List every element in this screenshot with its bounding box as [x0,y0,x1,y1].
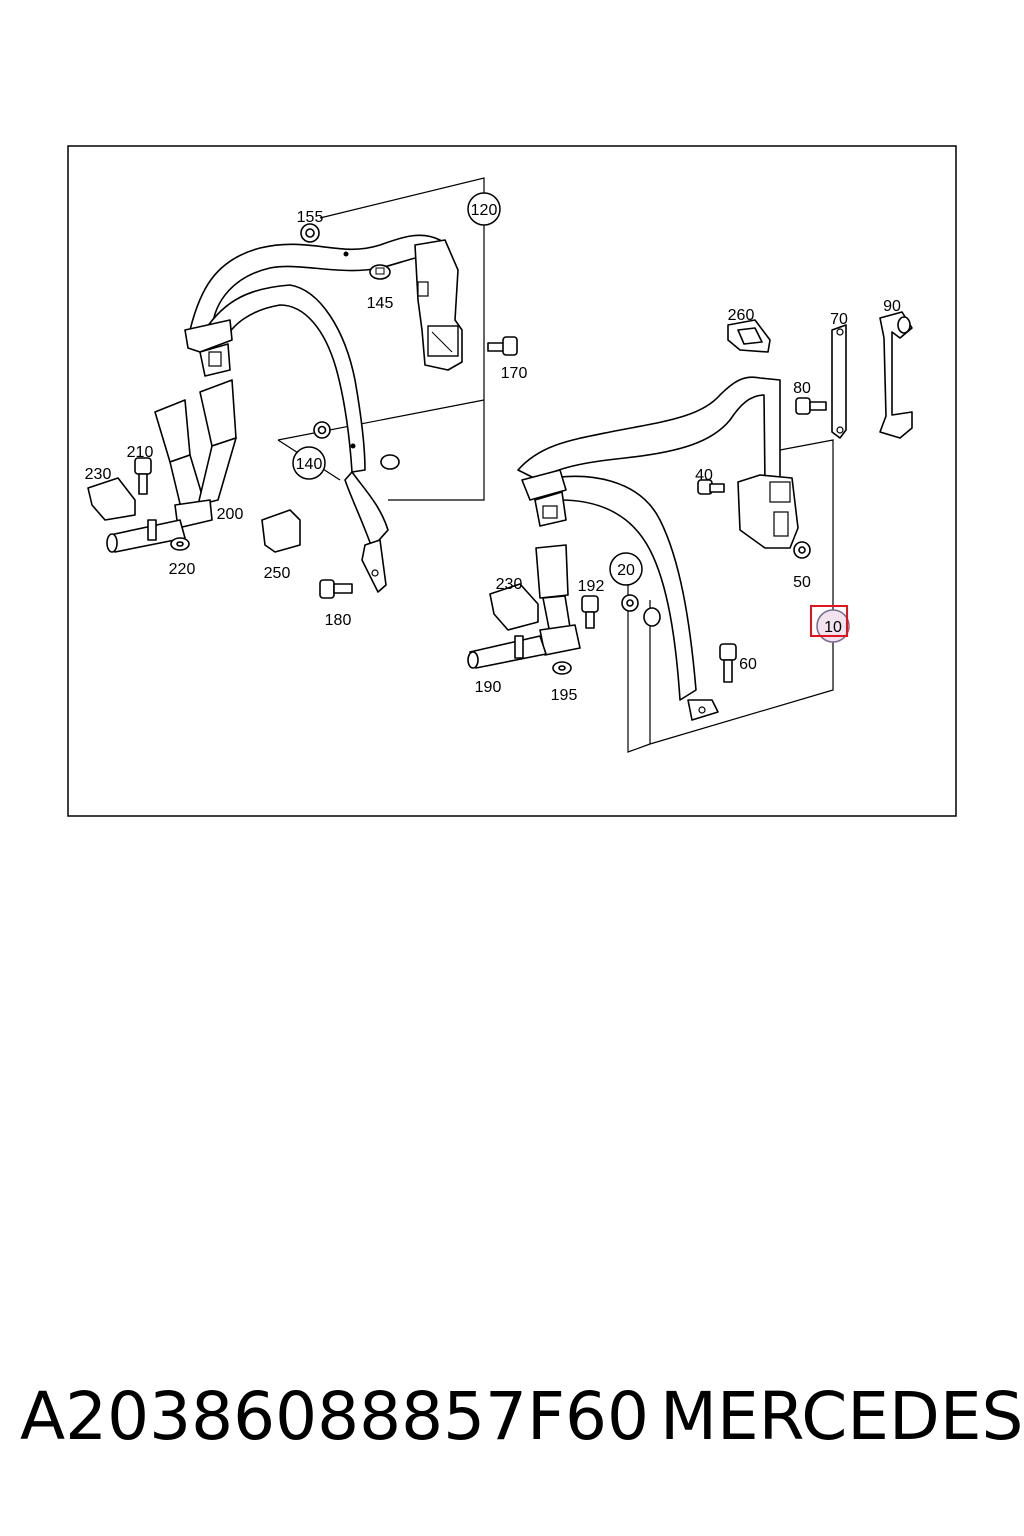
part-80-bolt [795,397,827,415]
part-195-washer [552,661,572,675]
brand-text: MERCEDES [660,1378,1024,1455]
right-buckle-assembly [467,544,581,669]
part-40-bolt [697,479,725,495]
callout-circle-20 [609,552,643,586]
callout-label-220: 220 [169,561,196,578]
callout-155: 155 [297,209,324,226]
callout-circle-120 [467,192,501,226]
callout-40: 40 [695,467,713,484]
part-210-bolt [134,457,152,495]
caption-bar: A20386088857F60 MERCEDES [0,1378,1024,1468]
callout-180: 180 [325,612,352,629]
callout-label-190: 190 [475,679,502,696]
callout-label-230b: 230 [496,576,523,593]
callout-labels: 155 120 145 170 260 70 90 80 210 230 140 200 40 220 25… [85,192,901,704]
callout-label-50: 50 [793,574,811,591]
callout-200: 200 [217,506,244,523]
callout-label-170: 170 [501,365,528,382]
callout-192: 192 [578,578,605,595]
part-number-text: A20386088857F60 [20,1378,649,1455]
left-buckle-assembly [106,379,237,553]
callout-70: 70 [830,311,848,328]
part-180-bolt [319,579,353,599]
callout-label-180: 180 [325,612,352,629]
callout-210: 210 [127,444,154,461]
callout-label-20: 20 [617,562,635,579]
callout-label-80: 80 [793,380,811,397]
left-shoulder-belt [184,234,449,593]
callout-circle-140 [292,446,326,480]
part-260-guide [727,319,771,353]
callout-label-210: 210 [127,444,154,461]
left-retractor [414,239,463,371]
callout-label-90: 90 [883,298,901,315]
highlight-box-10 [810,605,848,637]
part-145-clip [369,264,391,280]
callout-label-140: 140 [296,456,323,473]
part-250-cover [261,509,301,553]
callout-10: 10 [810,605,850,643]
callout-20: 20 [609,552,643,586]
part-230-cover-right [489,583,539,631]
part-220-washer [170,537,190,551]
callout-label-260: 260 [728,307,755,324]
callout-circle-10 [816,609,850,643]
callout-90: 90 [883,298,901,315]
callout-120: 120 [467,192,501,226]
callout-label-145: 145 [367,295,394,312]
callout-260: 260 [728,307,755,324]
diagram-frame [67,145,957,817]
part-20-nut-clip [621,594,661,627]
part-90-rail [879,311,913,439]
part-170-bolt [487,336,518,356]
callout-195: 195 [551,687,578,704]
part-140-nut-clip [313,421,400,470]
callout-220: 220 [169,561,196,578]
right-shoulder-belt [517,376,781,721]
callout-140: 140 [292,446,326,480]
callout-50: 50 [793,574,811,591]
callout-label-250: 250 [264,565,291,582]
part-50-nut [793,541,811,559]
callout-label-70: 70 [830,311,848,328]
callout-label-60: 60 [739,656,757,673]
callout-60: 60 [739,656,757,673]
callout-230b: 230 [496,576,523,593]
callout-label-230a: 230 [85,466,112,483]
right-retractor [737,474,799,549]
callout-250: 250 [264,565,291,582]
callout-190: 190 [475,679,502,696]
callout-230a: 230 [85,466,112,483]
callout-label-192: 192 [578,578,605,595]
callout-145: 145 [367,295,394,312]
callout-label-10: 10 [824,619,842,636]
part-60-bolt [719,643,737,683]
callout-label-155: 155 [297,209,324,226]
callout-label-40: 40 [695,467,713,484]
callout-80: 80 [793,380,811,397]
callout-label-200: 200 [217,506,244,523]
callout-170: 170 [501,365,528,382]
callout-label-120: 120 [471,202,498,219]
part-70-bracket [831,324,847,439]
callout-label-195: 195 [551,687,578,704]
part-192-bolt [581,595,599,629]
part-230-cover-left [87,477,136,521]
part-155-nut [300,223,320,243]
